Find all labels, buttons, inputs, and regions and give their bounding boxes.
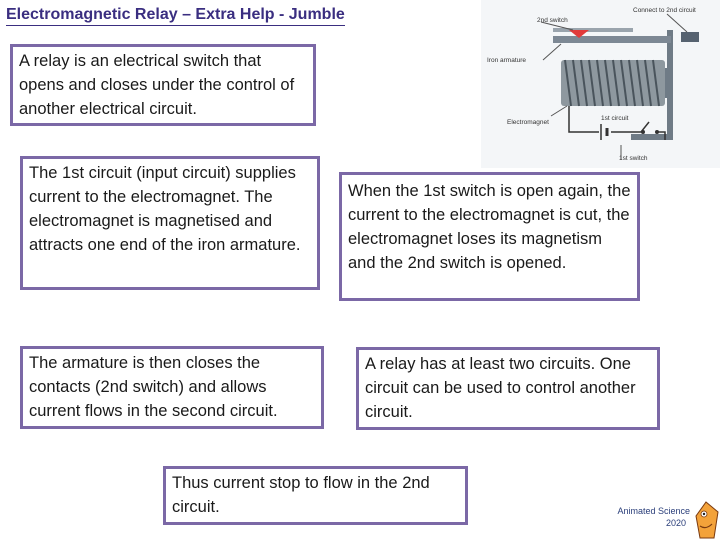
electromagnet-label: Electromagnet	[507, 119, 549, 126]
armature-leader	[542, 43, 562, 61]
electromagnet-leader	[550, 105, 568, 117]
card-switch-open[interactable]: When the 1st switch is open again, the c…	[339, 172, 640, 301]
card-armature[interactable]: The armature is then closes the contacts…	[20, 346, 324, 429]
battery-icon	[600, 124, 609, 140]
core-end	[665, 68, 669, 98]
card-relay-definition[interactable]: A relay is an electrical switch that ope…	[10, 44, 316, 126]
switch2-label: 2nd switch	[537, 17, 568, 24]
card-current-stops[interactable]: Thus current stop to flow in the 2nd cir…	[163, 466, 468, 525]
electromagnet-coil	[564, 59, 660, 107]
credit-name: Animated Science	[617, 506, 690, 516]
terminal-block	[681, 32, 699, 42]
circuit1-label: 1st circuit	[601, 115, 629, 122]
frame-base	[631, 134, 673, 140]
switch2-leader	[540, 21, 574, 31]
switch1-contact	[655, 130, 659, 134]
switch2-contact-point	[569, 30, 589, 38]
armature-label: Iron armature	[487, 57, 526, 64]
iron-armature-bar	[553, 36, 671, 43]
switch1-pivot	[641, 130, 645, 134]
mascot-logo-icon	[695, 501, 719, 539]
connect-leader	[666, 13, 688, 33]
credit: Animated Science 2020	[604, 505, 690, 529]
relay-diagram: Connect to 2nd circuit 2nd switch Iron a…	[481, 0, 720, 168]
connect-label: Connect to 2nd circuit	[633, 7, 696, 14]
page-title: Electromagnetic Relay – Extra Help - Jum…	[6, 6, 345, 26]
relay-diagram-graphic: Connect to 2nd circuit 2nd switch Iron a…	[487, 7, 699, 162]
switch1-label: 1st switch	[619, 155, 648, 162]
card-two-circuits[interactable]: A relay has at least two circuits. One c…	[356, 347, 660, 430]
switch2-contact	[553, 28, 633, 32]
card-first-circuit[interactable]: The 1st circuit (input circuit) supplies…	[20, 156, 320, 290]
credit-year: 2020	[665, 518, 686, 528]
frame-vertical	[667, 30, 673, 140]
